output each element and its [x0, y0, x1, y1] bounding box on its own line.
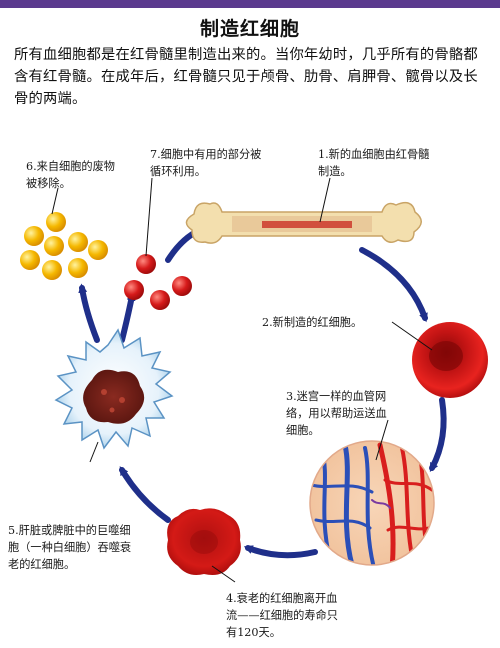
arrow-macrophage-to-recycle — [119, 291, 136, 343]
macrophage-icon — [54, 328, 174, 450]
arrow-vessels-to-old-cell — [243, 545, 318, 559]
label-step-5: 5.肝脏或脾脏中的巨噬细胞（一种白细胞）吞噬衰老的红细胞。 — [8, 524, 132, 571]
arrow-cell-to-vessels — [429, 397, 447, 472]
label-step-7: 7.细胞中有用的部分被循环利用。 — [150, 148, 262, 178]
waste-particles-icon — [20, 212, 108, 280]
label-step-3: 3.迷宫一样的血管网络，用以帮助运送血细胞。 — [286, 390, 387, 437]
label-step-6: 6.来自细胞的废物被移除。 — [26, 160, 115, 190]
bone-icon — [185, 201, 422, 244]
arrow-bone-to-cell — [359, 247, 428, 323]
new-red-cell-icon — [412, 322, 488, 398]
page-title: 制造红细胞 — [199, 18, 300, 40]
label-step-1: 1.新的血细胞由红骨髓制造。 — [318, 148, 430, 178]
label-step-2: 2.新制造的红细胞。 — [262, 316, 363, 329]
leader-lines — [51, 177, 433, 583]
top-banner — [0, 0, 500, 8]
arrow-old-cell-to-macrophage — [119, 466, 171, 523]
old-red-cell-icon — [167, 508, 241, 575]
arrow-macrophage-to-waste — [78, 283, 100, 343]
vessel-network-icon — [309, 440, 435, 566]
recycled-parts-icon — [124, 254, 192, 310]
label-step-4: 4.衰老的红细胞离开血流——红细胞的寿命只有120天。 — [226, 592, 338, 639]
intro-paragraph: 所有血细胞都是在红骨髓里制造出来的。当你年幼时，几乎所有的骨骼都含有红骨髓。在成… — [14, 47, 478, 107]
